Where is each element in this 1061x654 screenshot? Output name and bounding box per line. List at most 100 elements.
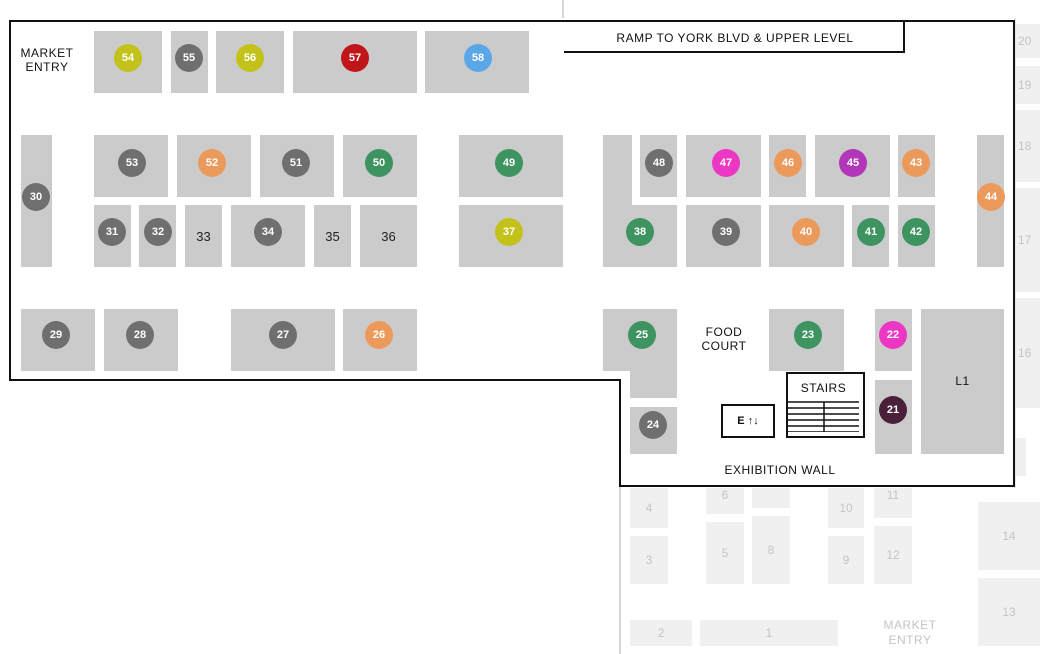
booth-45[interactable]: 45 <box>815 135 890 197</box>
booth-50[interactable]: 50 <box>343 135 417 197</box>
lower-booth-15 <box>1016 438 1026 476</box>
lower-booth-13: 13 <box>978 578 1040 646</box>
booth-37-marker: 37 <box>495 218 523 246</box>
booth-44[interactable]: 44 <box>977 135 1005 267</box>
booth-30[interactable]: 30 <box>21 135 52 267</box>
booth-24[interactable]: 24 <box>630 407 677 454</box>
lower-booth-6: 6 <box>706 488 744 514</box>
lower-booth-3: 3 <box>630 536 668 584</box>
booth-25-extension <box>630 371 677 398</box>
ramp-label: RAMP TO YORK BLVD & UPPER LEVEL <box>616 31 854 45</box>
booth-26-marker: 26 <box>365 321 393 349</box>
booth-44-marker: 44 <box>977 183 1005 211</box>
booth-31[interactable]: 31 <box>94 205 131 267</box>
booth-38-marker: 38 <box>626 218 654 246</box>
booth-37[interactable]: 37 <box>459 205 563 267</box>
booth-40[interactable]: 40 <box>769 205 844 267</box>
booth-28[interactable]: 28 <box>104 309 178 371</box>
booth-28-marker: 28 <box>126 321 154 349</box>
booth-45-marker: 45 <box>839 149 867 177</box>
booth-49[interactable]: 49 <box>459 135 563 197</box>
lower-booth-19: 19 <box>1016 66 1040 104</box>
lower-booth-11: 11 <box>874 488 912 518</box>
booth-52-marker: 52 <box>198 149 226 177</box>
booth-54[interactable]: 54 <box>94 31 162 93</box>
booth-24-marker: 24 <box>639 411 667 439</box>
lower-booth-4: 4 <box>630 488 668 528</box>
booth-51[interactable]: 51 <box>260 135 334 197</box>
booth-21-marker: 21 <box>879 396 907 424</box>
booth-57-marker: 57 <box>341 44 369 72</box>
booth-42-marker: 42 <box>902 218 930 246</box>
booth-29-marker: 29 <box>42 321 70 349</box>
lower-booth-8: 8 <box>752 516 790 584</box>
booth-48-marker: 48 <box>645 149 673 177</box>
booth-57[interactable]: 57 <box>293 31 417 93</box>
lower-booth-2: 2 <box>630 620 692 646</box>
booth-25[interactable]: 25 <box>603 309 677 371</box>
booth-31-marker: 31 <box>98 218 126 246</box>
booth-46[interactable]: 46 <box>769 135 806 197</box>
l1-label: L1 <box>955 374 970 388</box>
booth-32[interactable]: 32 <box>139 205 176 267</box>
booth-38-extension <box>603 135 632 207</box>
booth-23[interactable]: 23 <box>769 309 844 371</box>
booth-29[interactable]: 29 <box>21 309 95 371</box>
booth-48[interactable]: 48 <box>640 135 677 197</box>
booth-30-marker: 30 <box>22 183 50 211</box>
food-court-label: FOOD COURT <box>701 325 747 353</box>
lower-booth-20: 20 <box>1016 24 1040 58</box>
booth-51-marker: 51 <box>282 149 310 177</box>
booth-21[interactable]: 21 <box>875 380 912 454</box>
stairs-label: STAIRS <box>800 381 847 395</box>
lower-booth-9: 9 <box>828 536 864 584</box>
stairs[interactable]: STAIRS <box>786 372 865 438</box>
booth-22-marker: 22 <box>879 321 907 349</box>
booth-26[interactable]: 26 <box>343 309 417 371</box>
exhibition-wall-label: EXHIBITION WALL <box>724 463 836 477</box>
market-entry-label: MARKET ENTRY <box>20 46 74 74</box>
lower-booth-10: 10 <box>828 488 864 528</box>
booth-47[interactable]: 47 <box>686 135 761 197</box>
booth-56-marker: 56 <box>236 44 264 72</box>
lower-booth-14: 14 <box>978 502 1040 570</box>
booth-41-marker: 41 <box>857 218 885 246</box>
booth-33[interactable]: 33 <box>185 205 222 267</box>
booth-55-marker: 55 <box>175 44 203 72</box>
booth-41[interactable]: 41 <box>852 205 889 267</box>
booth-54-marker: 54 <box>114 44 142 72</box>
booth-49-marker: 49 <box>495 149 523 177</box>
booth-32-marker: 32 <box>144 218 172 246</box>
booth-39-marker: 39 <box>712 218 740 246</box>
booth-27-marker: 27 <box>269 321 297 349</box>
booth-39[interactable]: 39 <box>686 205 761 267</box>
lower-level-divider <box>619 486 621 654</box>
booth-58-marker: 58 <box>464 44 492 72</box>
booth-35[interactable]: 35 <box>314 205 351 267</box>
elevator[interactable]: E ↑↓ <box>721 404 775 438</box>
booth-22[interactable]: 22 <box>875 309 912 371</box>
booth-38[interactable]: 38 <box>603 205 677 267</box>
booth-42[interactable]: 42 <box>898 205 935 267</box>
booth-58[interactable]: 58 <box>425 31 529 93</box>
elevator-icon: E ↑↓ <box>737 415 759 427</box>
lower-booth-18: 18 <box>1016 110 1040 182</box>
lower-booth-12: 12 <box>874 526 912 584</box>
booth-55[interactable]: 55 <box>171 31 208 93</box>
lower-booth-7 <box>752 488 790 508</box>
booth-47-marker: 47 <box>712 149 740 177</box>
booth-l1[interactable]: L1 <box>921 309 1004 454</box>
booth-56[interactable]: 56 <box>216 31 284 93</box>
lower-booth-1: 1 <box>700 620 838 646</box>
lower-booth-17: 17 <box>1016 188 1040 292</box>
booth-43[interactable]: 43 <box>898 135 935 197</box>
booth-23-marker: 23 <box>794 321 822 349</box>
booth-34[interactable]: 34 <box>231 205 305 267</box>
booth-52[interactable]: 52 <box>177 135 251 197</box>
lower-market-entry: MARKET ENTRY <box>883 618 937 647</box>
lower-booth-5: 5 <box>706 522 744 584</box>
booth-27[interactable]: 27 <box>231 309 335 371</box>
booth-36[interactable]: 36 <box>360 205 417 267</box>
booth-53[interactable]: 53 <box>94 135 168 197</box>
